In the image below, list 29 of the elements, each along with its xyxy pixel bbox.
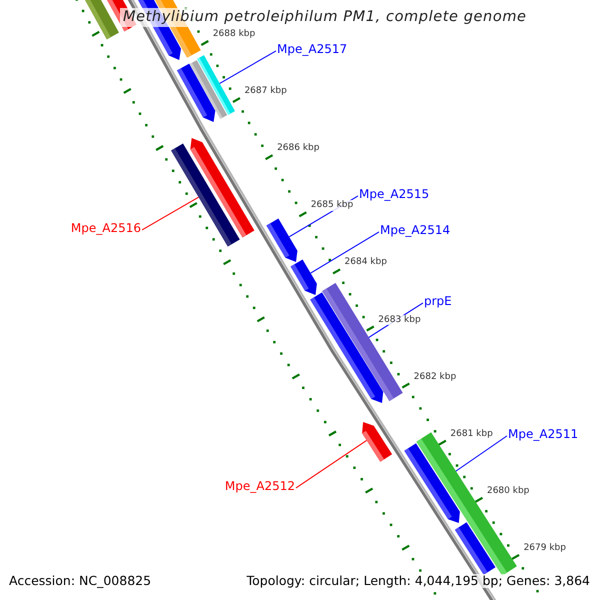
gene-feature	[266, 218, 298, 262]
tick-label: 2682 kbp	[414, 372, 456, 382]
tick-label: 2679 kbp	[524, 542, 566, 554]
gene-label: Mpe_A2516	[70, 222, 141, 236]
gene-feature	[362, 422, 392, 462]
gene-feature	[190, 138, 254, 238]
tick-label: 2684 kbp	[344, 257, 387, 268]
gene-label: Mpe_A2511	[508, 428, 578, 442]
gene-feature	[290, 260, 317, 295]
tick-label: 2681 kbp	[450, 428, 493, 440]
gene-label: prpE	[424, 295, 452, 309]
gene-label: Mpe_A2517	[277, 43, 348, 57]
genome-summary: Topology: circular; Length: 4,044,195 bp; Genes: 3,864	[244, 574, 592, 588]
gene-feature	[404, 443, 460, 523]
gene-feature	[177, 64, 216, 122]
tick-label: 2680 kbp	[486, 486, 530, 496]
leader-line	[296, 440, 368, 488]
leader-line	[142, 196, 200, 230]
tick-label: 2685 kbp	[310, 200, 354, 211]
tick-label: 2683 kbp	[378, 314, 421, 325]
tick-label: 2686 kbp	[277, 143, 320, 154]
leader-line	[310, 231, 380, 274]
gene-label: Mpe_A2515	[359, 188, 430, 202]
gene-feature	[454, 522, 496, 575]
leader-line	[219, 50, 276, 84]
gene-label: Mpe_A2512	[224, 480, 295, 494]
tick-label: 2688 kbp	[212, 29, 256, 40]
gene-label: Mpe_A2514	[380, 224, 450, 238]
tick-label: 2687 kbp	[244, 86, 287, 96]
